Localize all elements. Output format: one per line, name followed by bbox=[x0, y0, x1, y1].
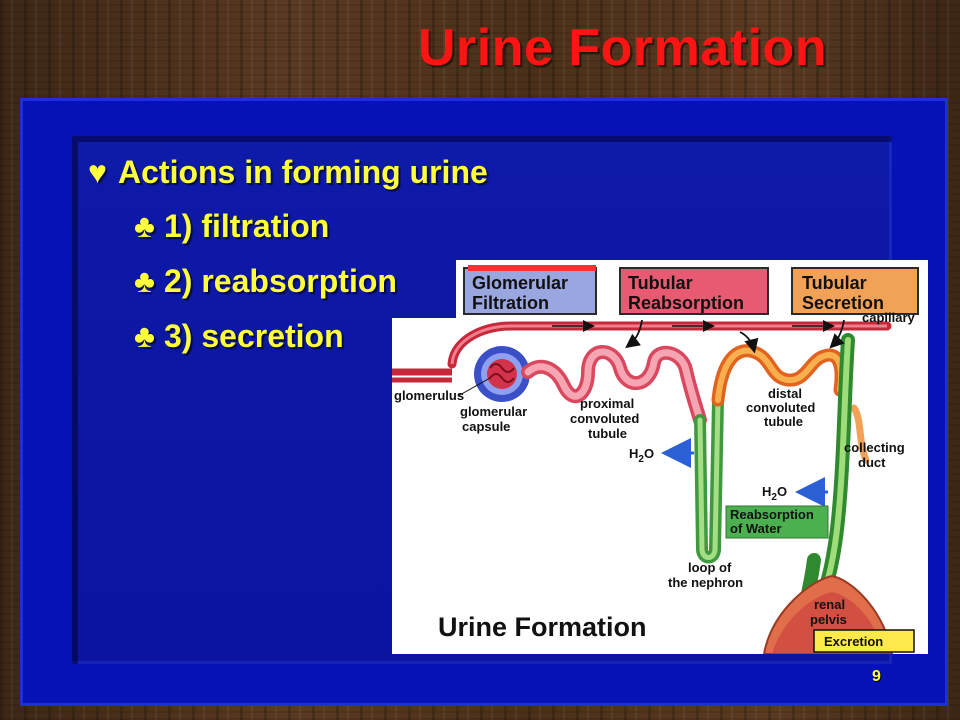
nephron-figure: Glomerular Filtration Tubular Reabsorpti… bbox=[392, 260, 928, 654]
proximal-label-3: tubule bbox=[588, 426, 627, 441]
header-secretion-line2: Secretion bbox=[802, 293, 884, 313]
figure-title: Urine Formation bbox=[438, 612, 647, 642]
bullet-text: 1) filtration bbox=[164, 208, 330, 244]
distal-label-2: convoluted bbox=[746, 400, 815, 415]
renal-pelvis-label-2: pelvis bbox=[810, 612, 847, 627]
bullet-actions: ♥ Actions in forming urine bbox=[88, 154, 488, 191]
bullet-reabsorption: ♣2) reabsorption bbox=[134, 263, 397, 300]
header-secretion-line1: Tubular bbox=[802, 273, 867, 293]
slide-title: Urine Formation bbox=[418, 19, 828, 77]
proximal-label-2: convoluted bbox=[570, 411, 639, 426]
loop-label-2: the nephron bbox=[668, 575, 743, 590]
reabsorption-water-label-1: Reabsorption bbox=[730, 507, 814, 522]
header-reabsorption-line1: Tubular bbox=[628, 273, 693, 293]
glomerular-capsule-label-2: capsule bbox=[462, 419, 510, 434]
renal-pelvis-label-1: renal bbox=[814, 597, 845, 612]
distal-label-3: tubule bbox=[764, 414, 803, 429]
bullet-secretion: ♣3) secretion bbox=[134, 318, 344, 355]
header-filtration-line2: Filtration bbox=[472, 293, 549, 313]
reabsorption-water-label-2: of Water bbox=[730, 521, 782, 536]
header-glomerular-filtration: Glomerular Filtration bbox=[463, 265, 597, 315]
header-tubular-secretion: Tubular Secretion bbox=[791, 267, 919, 315]
header-reabsorption-line2: Reabsorption bbox=[628, 293, 744, 313]
collecting-label-2: duct bbox=[858, 455, 886, 470]
collecting-label-1: collecting bbox=[844, 440, 905, 455]
excretion-box bbox=[813, 629, 915, 653]
capillary-label: capillary bbox=[862, 310, 916, 325]
bullet-text: 2) reabsorption bbox=[164, 263, 397, 299]
h2o-label-2: H2O bbox=[762, 484, 787, 503]
distal-label-1: distal bbox=[768, 386, 802, 401]
club-icon: ♣ bbox=[134, 318, 155, 354]
header-filtration-line1: Glomerular bbox=[472, 273, 568, 293]
club-icon: ♣ bbox=[134, 263, 155, 299]
loop-label-1: loop of bbox=[688, 560, 732, 575]
excretion-label: Excretion bbox=[824, 634, 883, 649]
slide-number: 9 bbox=[872, 668, 881, 685]
club-icon: ♣ bbox=[134, 208, 155, 244]
reabsorption-water-box bbox=[725, 505, 829, 539]
bullet-text: 3) secretion bbox=[164, 318, 344, 354]
glomerular-capsule bbox=[474, 346, 530, 402]
bullet-text: Actions in forming urine bbox=[118, 154, 488, 190]
bullet-filtration: ♣1) filtration bbox=[134, 208, 329, 245]
heart-icon: ♥ bbox=[88, 154, 107, 190]
h2o-label-1: H2O bbox=[629, 446, 654, 465]
header-tubular-reabsorption: Tubular Reabsorption bbox=[619, 267, 769, 315]
glomerulus-label: glomerulus bbox=[394, 388, 464, 403]
proximal-label-1: proximal bbox=[580, 396, 634, 411]
glomerular-capsule-label-1: glomerular bbox=[460, 404, 527, 419]
